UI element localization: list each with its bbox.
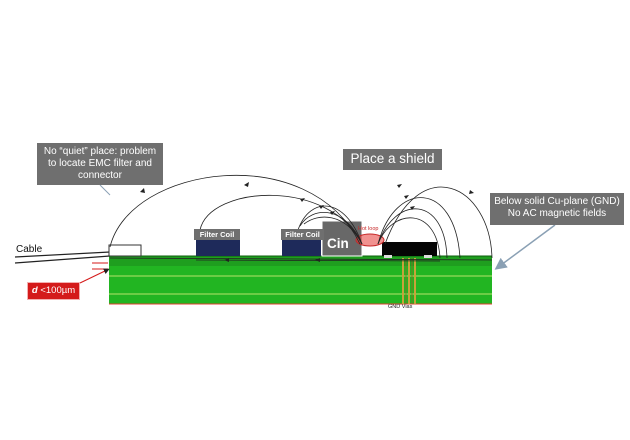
field-line-outer-right bbox=[384, 186, 493, 259]
field-arrow bbox=[319, 205, 324, 209]
distance-value: <100µm bbox=[40, 285, 76, 296]
switch-chip bbox=[382, 242, 437, 256]
pcb-top-layer bbox=[109, 256, 492, 266]
below-cu-plane-note: Below solid Cu-plane (GND) No AC magneti… bbox=[490, 193, 624, 225]
no-quiet-place-note: No “quiet” place: problem to locate EMC … bbox=[37, 143, 163, 185]
field-arrow bbox=[410, 206, 415, 210]
filter-coil-1-label: Filter Coil bbox=[194, 229, 240, 240]
field-arrow bbox=[140, 188, 145, 193]
magnetic-field-lines bbox=[109, 175, 493, 262]
cable bbox=[14, 244, 142, 264]
distance-marker bbox=[79, 262, 110, 284]
hot-loop-ellipse bbox=[355, 233, 385, 247]
field-arrow bbox=[330, 211, 335, 215]
gnd-vias-label: GND Vias bbox=[388, 304, 413, 310]
place-shield-note: Place a shield bbox=[343, 149, 442, 170]
field-arrow bbox=[244, 182, 249, 187]
field-line-outer-left bbox=[109, 175, 361, 248]
pointer-right-note bbox=[494, 224, 556, 270]
field-line-return bbox=[109, 257, 493, 261]
field-arrow bbox=[300, 198, 305, 202]
cin-label: Cin bbox=[327, 236, 349, 251]
pcb-substrate bbox=[109, 266, 492, 304]
gnd-vias bbox=[402, 258, 416, 304]
field-line-right-3 bbox=[377, 217, 441, 259]
distance-symbol: d bbox=[31, 285, 38, 296]
field-arrow bbox=[404, 195, 409, 199]
field-line-mid bbox=[297, 205, 363, 245]
connector bbox=[108, 244, 142, 257]
distance-badge: d <100µm bbox=[27, 282, 80, 300]
filter-coil-1-body bbox=[196, 240, 240, 256]
field-arrow bbox=[315, 258, 320, 262]
chip-pad bbox=[424, 255, 432, 258]
field-line-right-1 bbox=[377, 197, 461, 259]
pointer-left-note bbox=[99, 184, 111, 196]
field-line-right-2 bbox=[377, 208, 448, 259]
field-arrows bbox=[140, 182, 474, 262]
filter-coil-2-label: Filter Coil bbox=[281, 229, 324, 240]
field-line-coil bbox=[199, 194, 363, 245]
filter-coil-2-body bbox=[282, 240, 321, 256]
cable-label: Cable bbox=[16, 244, 43, 255]
chip-pad bbox=[384, 255, 392, 258]
field-arrow bbox=[224, 258, 229, 262]
pcb-board bbox=[109, 255, 492, 305]
cin-capacitor bbox=[321, 220, 363, 257]
field-line-inner bbox=[303, 216, 363, 245]
field-arrow bbox=[397, 184, 402, 188]
field-line-inner bbox=[299, 212, 363, 245]
hot-loop-label: Hot loop bbox=[358, 226, 379, 232]
field-arrow bbox=[469, 190, 474, 194]
